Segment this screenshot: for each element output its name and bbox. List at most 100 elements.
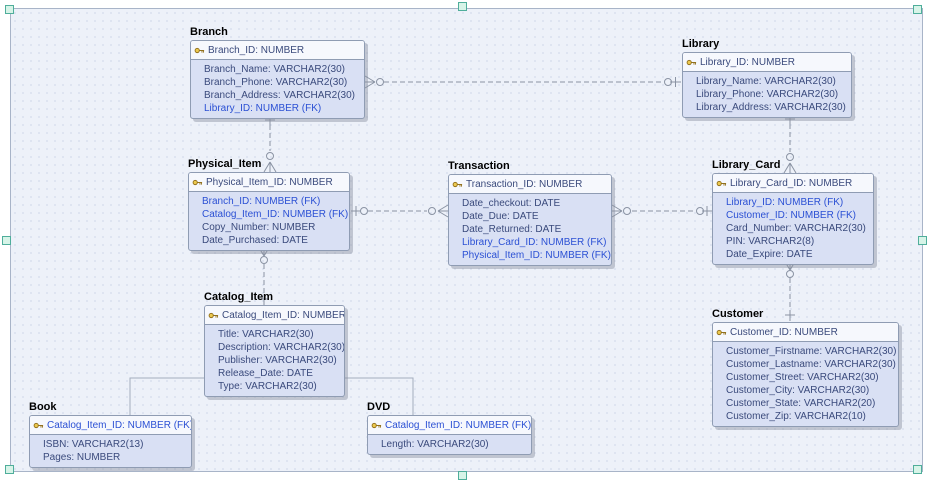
attribute-row: Customer_City: VARCHAR2(30) — [726, 385, 870, 396]
category-line-catalog-item-book[interactable] — [129, 377, 204, 415]
attribute-row: ISBN: VARCHAR2(13) — [43, 439, 144, 450]
attribute-row: Customer_ID: NUMBER (FK) — [726, 210, 857, 221]
attribute-row: Library_ID: NUMBER (FK) — [204, 103, 322, 114]
key-icon — [208, 312, 219, 318]
attribute-row: Date_Due: DATE — [462, 211, 539, 222]
relationship-physical-item-transaction[interactable] — [351, 204, 449, 218]
entity-title: Customer — [712, 308, 764, 320]
attribute-row: Date_Purchased: DATE — [202, 235, 308, 246]
primary-key-text: Transaction_ID: NUMBER — [466, 178, 583, 190]
primary-key-row: Catalog_Item_ID: NUMBER — [205, 306, 344, 325]
entity-book[interactable]: Book Catalog_Item_ID: NUMBER (FK) ISBN: … — [29, 401, 192, 468]
attribute-row: Customer_Firstname: VARCHAR2(30) — [726, 346, 897, 357]
attribute-row: Publisher: VARCHAR2(30) — [218, 355, 337, 366]
primary-key-row: Transaction_ID: NUMBER — [449, 175, 611, 194]
entity-box: Catalog_Item_ID: NUMBER Title: VARCHAR2(… — [204, 305, 345, 397]
attribute-list: Length: VARCHAR2(30) — [368, 435, 531, 454]
attribute-row: Customer_Street: VARCHAR2(30) — [726, 372, 879, 383]
attribute-row: Library_Address: VARCHAR2(30) — [696, 102, 846, 113]
entity-box: Physical_Item_ID: NUMBER Branch_ID: NUMB… — [188, 172, 350, 251]
attribute-row: Library_Name: VARCHAR2(30) — [696, 76, 836, 87]
relationship-library-card-transaction[interactable] — [611, 204, 712, 218]
attribute-row: Library_Phone: VARCHAR2(30) — [696, 89, 839, 100]
attribute-row: Copy_Number: NUMBER — [202, 222, 316, 233]
attribute-row: Branch_Name: VARCHAR2(30) — [204, 64, 345, 75]
primary-key-row: Catalog_Item_ID: NUMBER (FK) — [30, 416, 191, 435]
attribute-list: ISBN: VARCHAR2(13) Pages: NUMBER — [30, 435, 191, 467]
entity-catalog-item[interactable]: Catalog_Item Catalog_Item_ID: NUMBER Tit… — [204, 291, 345, 397]
entity-library-card[interactable]: Library_Card Library_Card_ID: NUMBER Lib… — [712, 159, 874, 265]
entity-box: Branch_ID: NUMBER Branch_Name: VARCHAR2(… — [190, 40, 365, 119]
entity-branch[interactable]: Branch Branch_ID: NUMBER Branch_Name: VA… — [190, 26, 365, 119]
entity-dvd[interactable]: DVD Catalog_Item_ID: NUMBER (FK) Length:… — [367, 401, 532, 455]
attribute-list: Branch_ID: NUMBER (FK) Catalog_Item_ID: N… — [189, 192, 349, 250]
attribute-row: Date_Expire: DATE — [726, 249, 813, 260]
primary-key-row: Catalog_Item_ID: NUMBER (FK) — [368, 416, 531, 435]
selection-handle-left-middle[interactable] — [2, 236, 11, 245]
primary-key-text: Catalog_Item_ID: NUMBER — [222, 309, 345, 321]
primary-key-text: Branch_ID: NUMBER — [208, 44, 305, 56]
key-icon — [686, 59, 697, 65]
entity-library[interactable]: Library Library_ID: NUMBER Library_Name:… — [682, 38, 852, 118]
attribute-list: Library_ID: NUMBER (FK)Customer_ID: NUMB… — [713, 193, 873, 264]
key-icon — [716, 180, 727, 186]
selection-handle-top-middle[interactable] — [458, 2, 467, 11]
primary-key-row: Customer_ID: NUMBER — [713, 323, 898, 342]
attribute-row: Description: VARCHAR2(30) — [218, 342, 345, 353]
attribute-row: Length: VARCHAR2(30) — [381, 439, 489, 450]
attribute-row: Physical_Item_ID: NUMBER (FK) — [462, 250, 611, 261]
attribute-list: Branch_Name: VARCHAR2(30) Branch_Phone: V… — [191, 60, 364, 118]
key-icon — [33, 422, 44, 428]
selection-handle-top-left[interactable] — [5, 5, 14, 14]
entity-title: Branch — [190, 26, 228, 38]
primary-key-text: Library_ID: NUMBER — [700, 56, 796, 68]
attribute-row: Branch_Phone: VARCHAR2(30) — [204, 77, 348, 88]
selection-handle-top-right[interactable] — [913, 5, 922, 14]
primary-key-text: Customer_ID: NUMBER — [730, 326, 838, 338]
primary-key-row: Physical_Item_ID: NUMBER — [189, 173, 349, 192]
attribute-row: Branch_ID: NUMBER (FK) — [202, 196, 321, 207]
attribute-row: Customer_Zip: VARCHAR2(10) — [726, 411, 866, 422]
attribute-row: PIN: VARCHAR2(8) — [726, 236, 815, 247]
attribute-list: Date_checkout: DATE Date_Due: DATE Date_Re… — [449, 194, 611, 265]
entity-box: Customer_ID: NUMBER Customer_Firstname: … — [712, 322, 899, 427]
entity-title: Book — [29, 401, 57, 413]
primary-key-row: Library_ID: NUMBER — [683, 53, 851, 72]
entity-box: Catalog_Item_ID: NUMBER (FK) Length: VAR… — [367, 415, 532, 455]
primary-key-text: Catalog_Item_ID: NUMBER (FK) — [385, 419, 532, 431]
attribute-row: Date_checkout: DATE — [462, 198, 561, 209]
key-icon — [371, 422, 382, 428]
category-line-catalog-item-dvd[interactable] — [345, 377, 414, 415]
primary-key-row: Library_Card_ID: NUMBER — [713, 174, 873, 193]
entity-title: Library — [682, 38, 720, 50]
selection-handle-right-middle[interactable] — [918, 236, 927, 245]
entity-transaction[interactable]: Transaction Transaction_ID: NUMBER Date_… — [448, 160, 612, 266]
selection-handle-bottom-middle[interactable] — [458, 471, 467, 480]
attribute-list: Library_Name: VARCHAR2(30) Library_Phone:… — [683, 72, 851, 117]
entity-title: Physical_Item — [188, 158, 262, 170]
attribute-row: Catalog_Item_ID: NUMBER (FK) — [202, 209, 349, 220]
attribute-row: Type: VARCHAR2(30) — [218, 381, 317, 392]
entity-physical-item[interactable]: Physical_Item Physical_Item_ID: NUMBER B… — [188, 158, 350, 251]
entity-title: Catalog_Item — [204, 291, 274, 303]
relationship-library-branch[interactable] — [364, 75, 681, 89]
attribute-row: Customer_Lastname: VARCHAR2(30) — [726, 359, 896, 370]
entity-customer[interactable]: Customer Customer_ID: NUMBER Customer_Fi… — [712, 308, 899, 427]
entity-box: Library_Card_ID: NUMBER Library_ID: NUMB… — [712, 173, 874, 265]
attribute-row: Title: VARCHAR2(30) — [218, 329, 314, 340]
attribute-row: Date_Returned: DATE — [462, 224, 562, 235]
selection-handle-bottom-left[interactable] — [5, 465, 14, 474]
entity-box: Library_ID: NUMBER Library_Name: VARCHAR… — [682, 52, 852, 118]
key-icon — [194, 47, 205, 53]
key-icon — [716, 329, 727, 335]
attribute-row: Branch_Address: VARCHAR2(30) — [204, 90, 355, 101]
entity-box: Catalog_Item_ID: NUMBER (FK) ISBN: VARCH… — [29, 415, 192, 468]
attribute-list: Title: VARCHAR2(30) Description: VARCHAR2… — [205, 325, 344, 396]
attribute-row: Card_Number: VARCHAR2(30) — [726, 223, 866, 234]
primary-key-text: Catalog_Item_ID: NUMBER (FK) — [47, 419, 192, 431]
attribute-row: Pages: NUMBER — [43, 452, 121, 463]
entity-title: DVD — [367, 401, 391, 413]
selection-handle-bottom-right[interactable] — [913, 465, 922, 474]
key-icon — [452, 181, 463, 187]
